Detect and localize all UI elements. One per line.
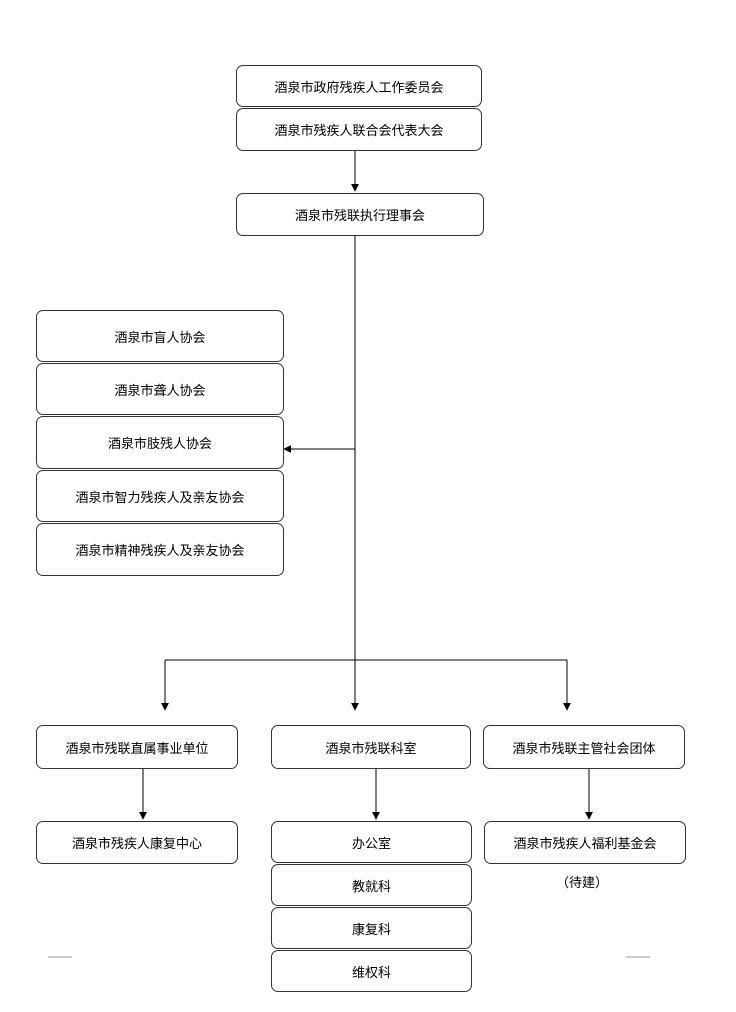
association-box-intellectual: 酒泉市智力残疾人及亲友协会 bbox=[36, 470, 284, 522]
association-box-deaf: 酒泉市聋人协会 bbox=[36, 363, 284, 415]
association-box-blind: 酒泉市盲人协会 bbox=[36, 310, 284, 362]
institutions-box: 酒泉市残联直属事业单位 bbox=[36, 725, 238, 769]
committee-box: 酒泉市政府残疾人工作委员会 bbox=[236, 65, 482, 107]
office-department-box: 酒泉市残联科室 bbox=[271, 725, 471, 769]
welfare-fund-box: 酒泉市残疾人福利基金会 bbox=[484, 821, 686, 864]
pending-note: （待建） bbox=[556, 876, 609, 891]
association-box-physical: 酒泉市肢残人协会 bbox=[36, 416, 284, 469]
council-box: 酒泉市残联执行理事会 bbox=[236, 193, 484, 236]
association-box-mental: 酒泉市精神残疾人及亲友协会 bbox=[36, 523, 284, 576]
social-groups-box: 酒泉市残联主管社会团体 bbox=[483, 725, 685, 769]
rights-protection-box: 维权科 bbox=[271, 950, 472, 992]
general-office-box: 办公室 bbox=[271, 821, 472, 863]
education-employment-box: 教就科 bbox=[271, 864, 472, 906]
rehabilitation-section-box: 康复科 bbox=[271, 907, 472, 949]
rehab-center-box: 酒泉市残疾人康复中心 bbox=[36, 821, 238, 864]
congress-box: 酒泉市残疾人联合会代表大会 bbox=[236, 108, 482, 151]
